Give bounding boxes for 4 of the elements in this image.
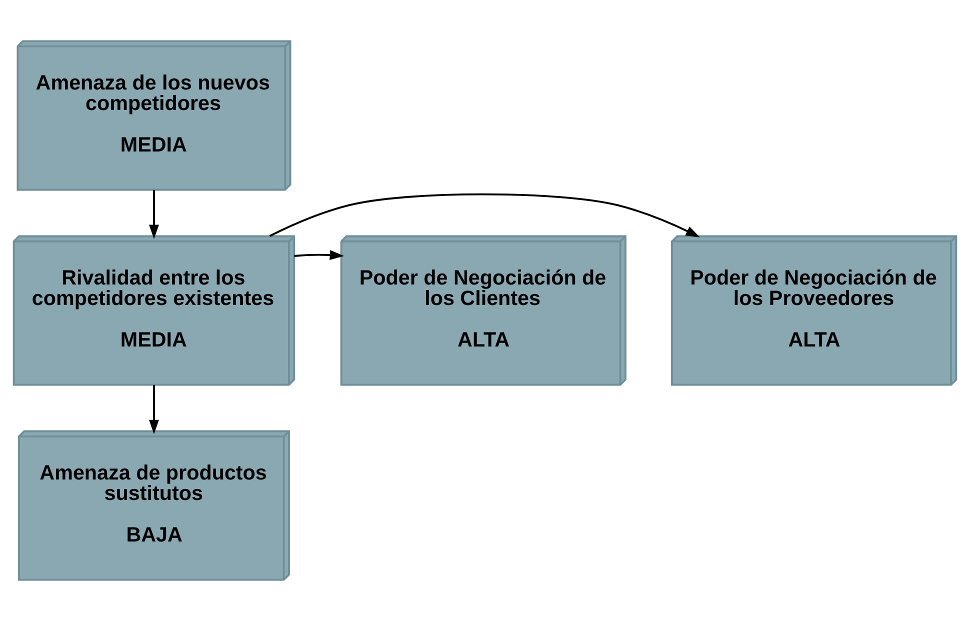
- arrow: [149, 190, 159, 240]
- arrow: [294, 250, 344, 260]
- arrow: [269, 193, 700, 238]
- arrow: [149, 385, 159, 434]
